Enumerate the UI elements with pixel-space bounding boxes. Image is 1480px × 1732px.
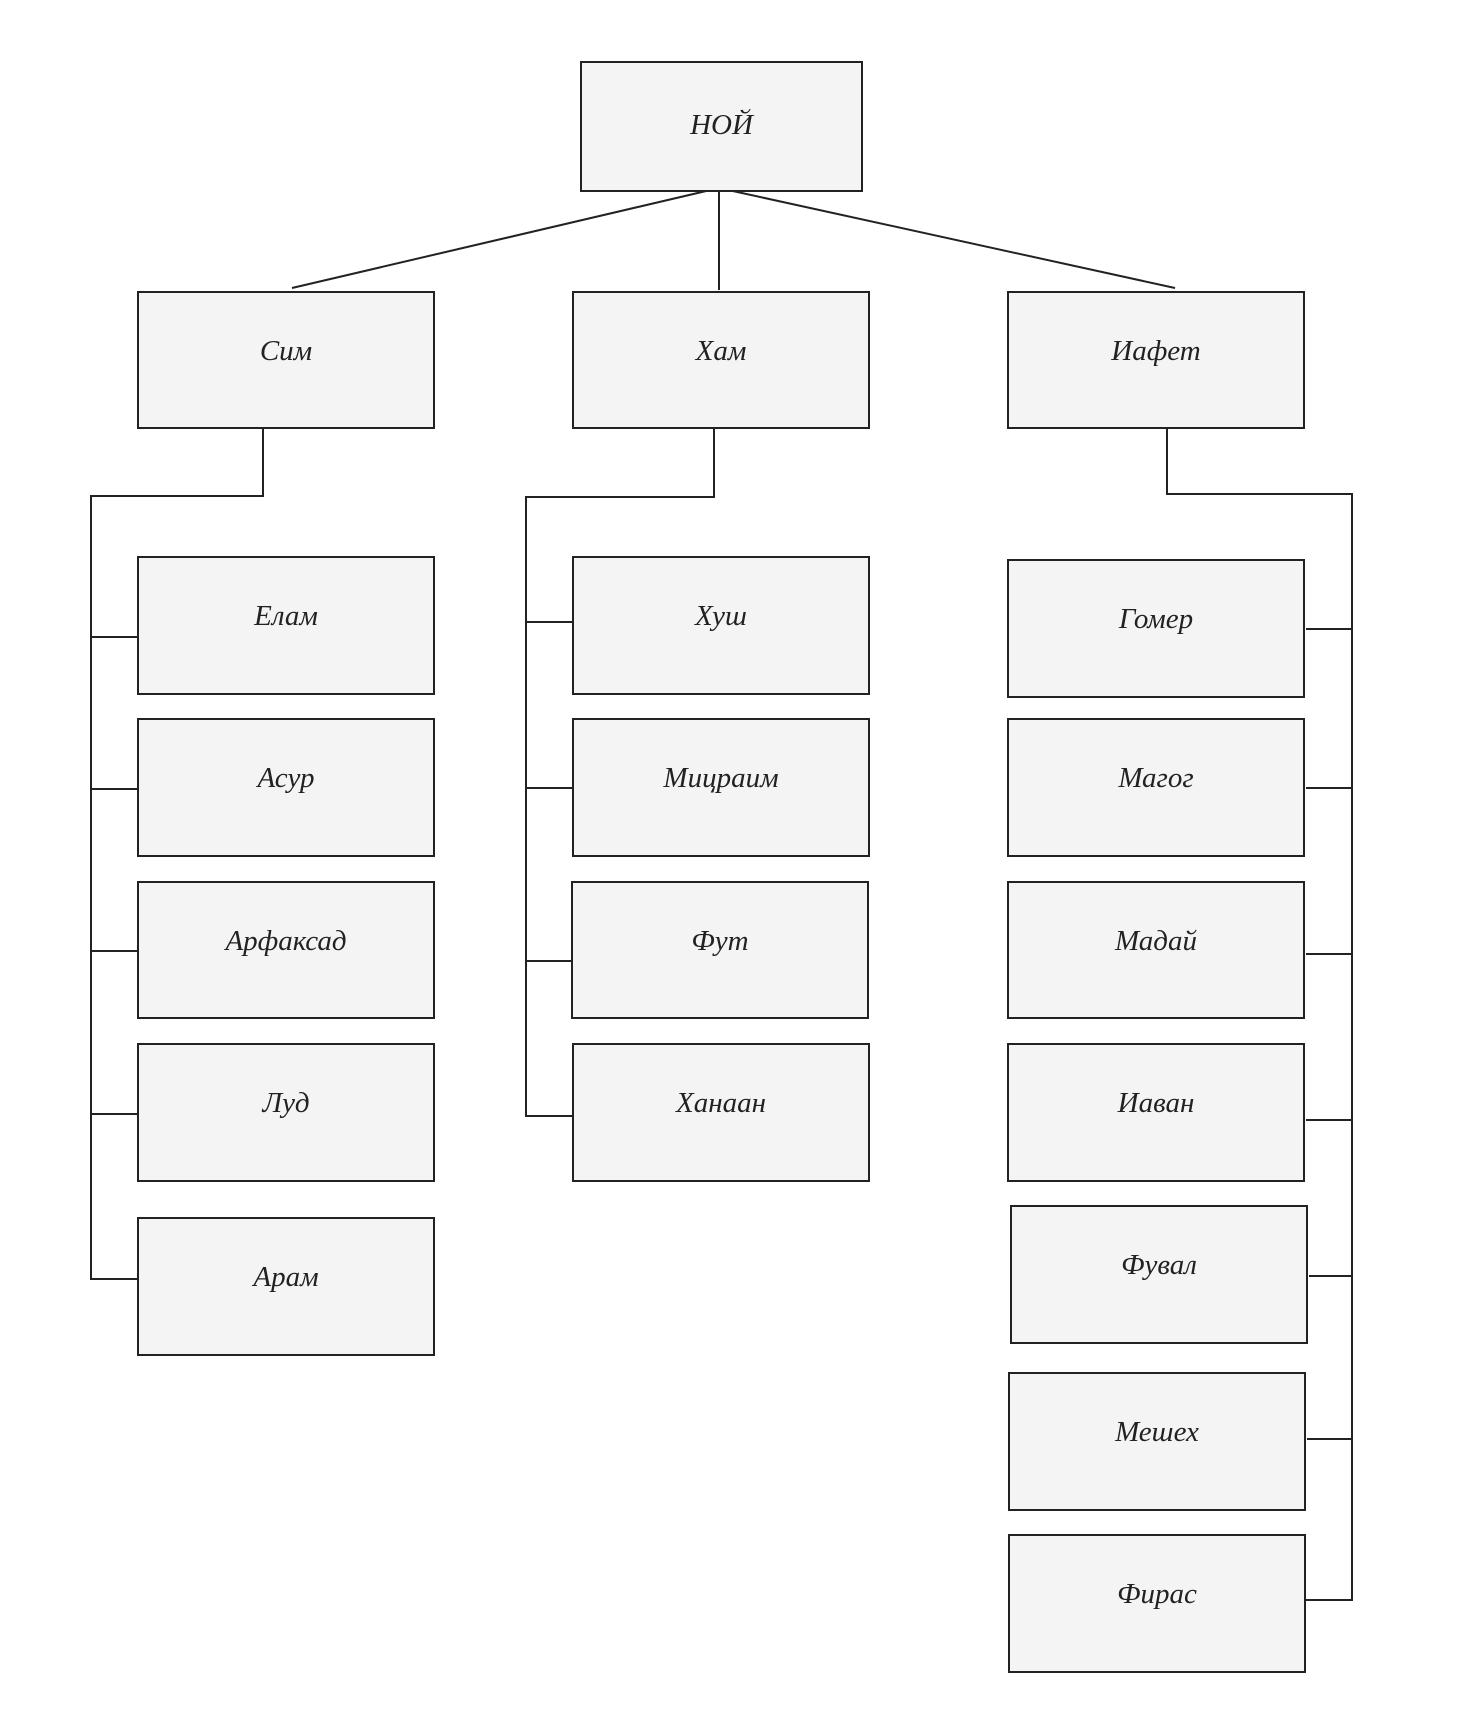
node-iavan: Иаван <box>1007 1043 1305 1182</box>
node-aram: Арам <box>137 1217 435 1356</box>
node-maday: Мадай <box>1007 881 1305 1019</box>
node-firas: Фирас <box>1008 1534 1306 1673</box>
node-arfaksad: Арфаксад <box>137 881 435 1019</box>
node-label: Арам <box>253 1261 319 1293</box>
node-fuval: Фувал <box>1010 1205 1308 1344</box>
node-label: Фувал <box>1121 1249 1197 1281</box>
node-label: Хам <box>695 334 747 367</box>
node-lud: Луд <box>137 1043 435 1182</box>
node-iafet: Иафет <box>1007 291 1305 429</box>
node-noah: НОЙ <box>580 61 863 192</box>
node-label: Луд <box>262 1087 310 1119</box>
connector-root-sim <box>291 187 720 289</box>
node-label: Сим <box>259 334 313 367</box>
node-label: Магог <box>1118 762 1194 794</box>
node-asur: Асур <box>137 718 435 857</box>
node-label: Арфаксад <box>225 924 347 957</box>
node-ham: Хам <box>572 291 870 429</box>
node-magog: Магог <box>1007 718 1305 857</box>
node-label: Ханаан <box>676 1087 766 1119</box>
node-label: Иафет <box>1111 334 1201 367</box>
node-meshekh: Мешех <box>1008 1372 1306 1511</box>
node-hush: Хуш <box>572 556 870 695</box>
node-label: НОЙ <box>690 109 753 141</box>
node-label: Асур <box>257 762 315 794</box>
node-label: Хуш <box>695 600 747 632</box>
node-sim: Сим <box>137 291 435 429</box>
node-elam: Елам <box>137 556 435 695</box>
node-label: Мицраим <box>663 762 779 794</box>
node-micraim: Мицраим <box>572 718 870 857</box>
node-label: Иаван <box>1117 1087 1195 1119</box>
connector-root-iafet <box>718 187 1176 289</box>
node-label: Елам <box>254 600 318 632</box>
node-hanaan: Ханаан <box>572 1043 870 1182</box>
node-fut: Фут <box>571 881 869 1019</box>
node-label: Мадай <box>1115 924 1197 957</box>
node-gomer: Гомер <box>1007 559 1305 698</box>
node-label: Фирас <box>1117 1578 1197 1610</box>
node-label: Гомер <box>1118 603 1194 635</box>
node-label: Фут <box>691 924 749 957</box>
node-label: Мешех <box>1115 1416 1199 1448</box>
